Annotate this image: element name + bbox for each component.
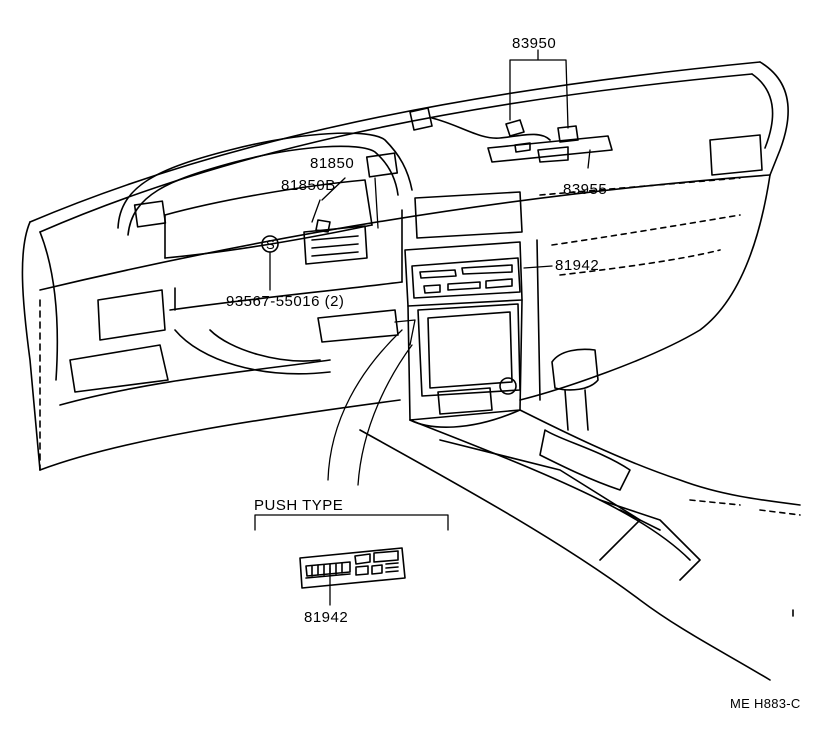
console-shifter xyxy=(359,348,801,681)
dashboard-outline xyxy=(21,61,789,471)
callout-81942-push: 81942 xyxy=(304,609,349,626)
callout-83950: 83950 xyxy=(512,35,557,52)
s-symbol-circle xyxy=(261,235,279,253)
callout-81942-dash: 81942 xyxy=(555,257,600,274)
heater-control-panel xyxy=(411,257,521,299)
callout-81850b: 81850B xyxy=(281,177,336,194)
rheostat-switch xyxy=(303,219,368,265)
drawing-code: ME H883-C xyxy=(730,696,801,711)
callout-81850: 81850 xyxy=(310,155,355,172)
instrument-hood xyxy=(117,132,413,311)
push-type-label: PUSH TYPE xyxy=(254,497,344,514)
leader-lines xyxy=(254,49,591,606)
defogger-switch xyxy=(409,107,613,163)
left-panels xyxy=(69,289,399,393)
callout-83955: 83955 xyxy=(563,181,608,198)
right-panels xyxy=(414,134,763,276)
s-symbol-label: S xyxy=(266,237,275,252)
push-type-control-panel xyxy=(299,547,406,589)
callout-93567: 93567-55016 (2) xyxy=(226,293,345,310)
